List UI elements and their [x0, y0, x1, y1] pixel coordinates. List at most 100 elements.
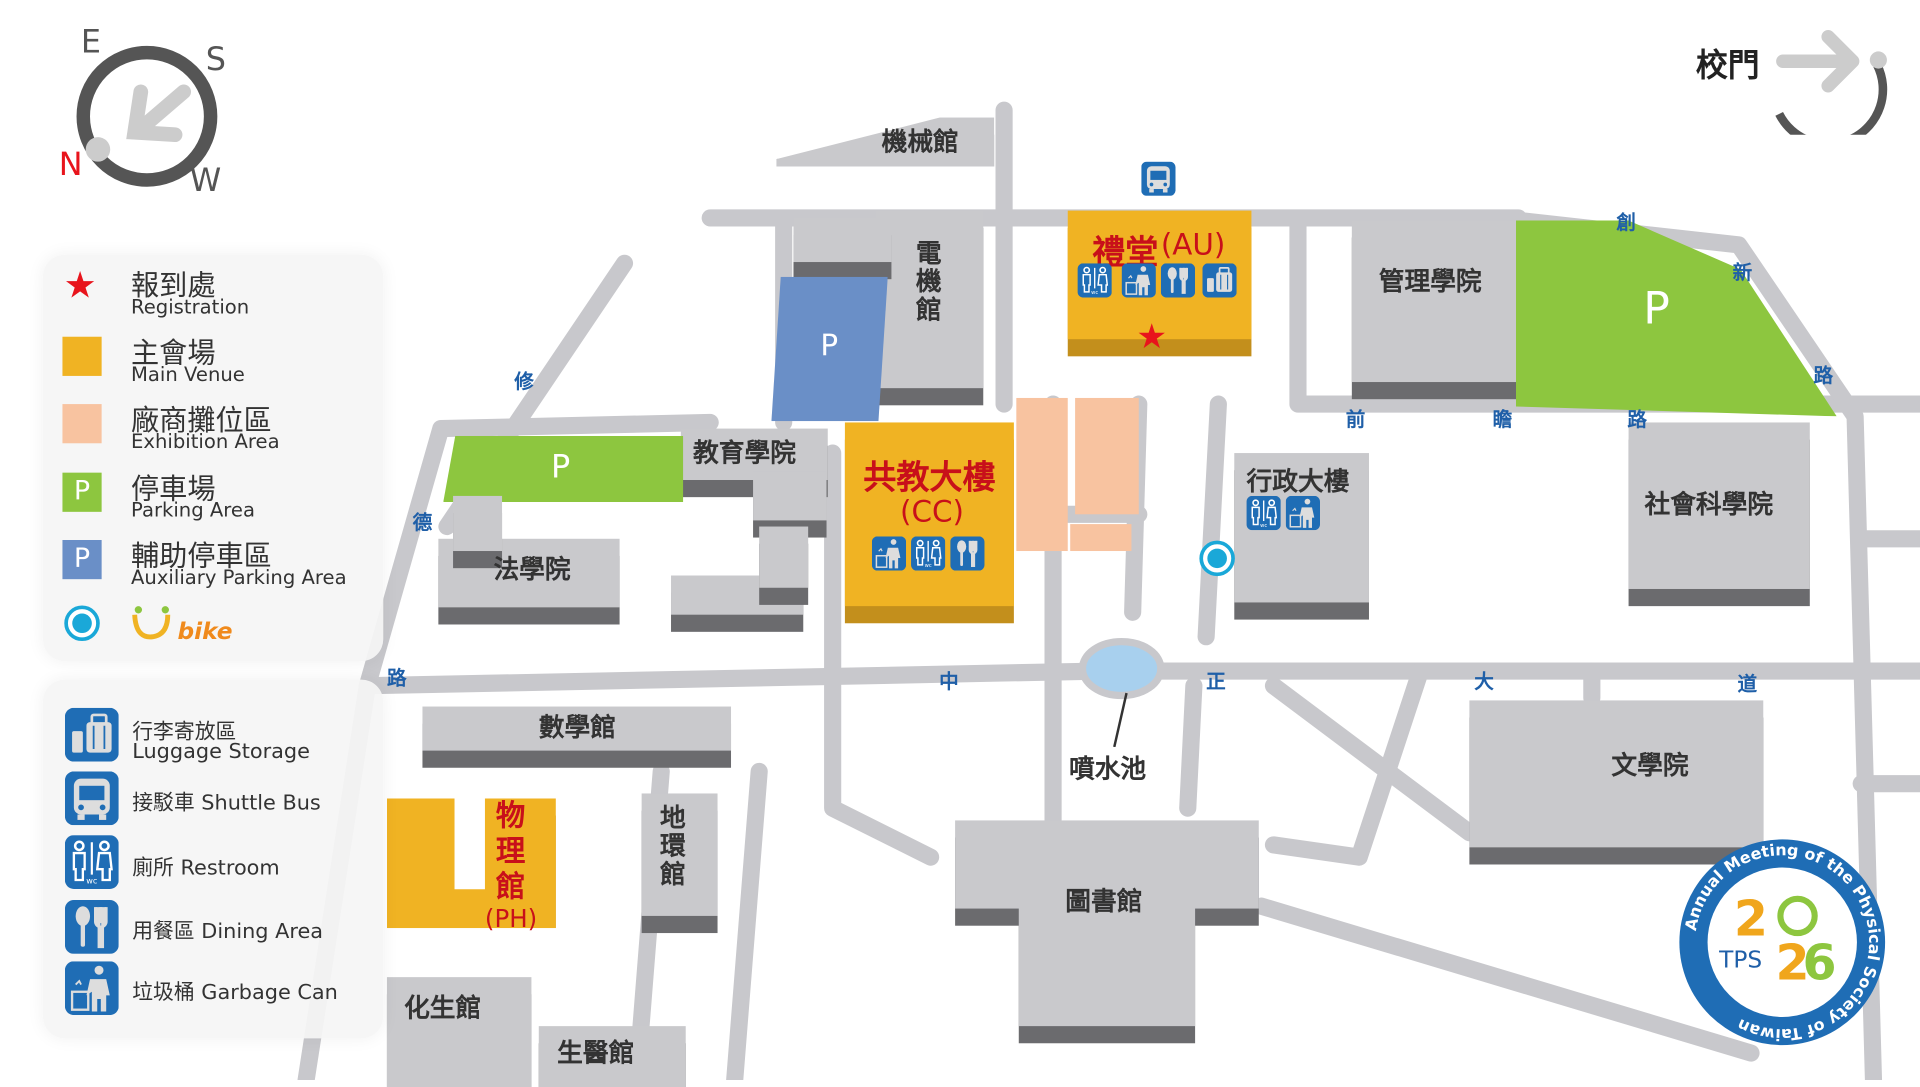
svg-text:bike: bike	[178, 618, 233, 645]
legend-ubike-station-icon	[64, 605, 100, 642]
fountain	[1078, 637, 1165, 747]
gate-label: 校門	[1695, 47, 1760, 85]
legend-restroom-label: 廁所 Restroom	[132, 855, 280, 881]
building-education[interactable]	[680, 428, 828, 481]
building-library-tower	[1018, 906, 1196, 1027]
legend-parking-en: Parking Area	[131, 498, 255, 522]
building-cc[interactable]	[844, 422, 1014, 607]
building-math-label: 數學館	[538, 712, 616, 743]
road-label-zheng: 正	[1206, 669, 1226, 694]
cc-restroom-icon	[911, 536, 945, 570]
compass-n: N	[58, 146, 83, 184]
building-ee-label: 電機館	[915, 238, 942, 325]
au-luggage-icon	[1202, 263, 1236, 297]
building-ee-wing	[793, 217, 892, 263]
road-label-xin: 新	[1732, 260, 1753, 285]
shuttle-bus-stop-icon[interactable]	[1141, 162, 1175, 196]
building-education-label: 教育學院	[693, 438, 796, 468]
building-chem-bio-label: 化生館	[404, 993, 482, 1023]
building-law-wing	[453, 495, 503, 552]
building-admin-label: 行政大樓	[1246, 466, 1350, 496]
legend-luggage-icon	[65, 708, 119, 762]
compass-icon	[76, 45, 218, 187]
building-cc-label: 共教大樓	[863, 459, 996, 498]
compass-w: W	[189, 162, 222, 200]
building-mechanical-label: 機械館	[881, 127, 959, 157]
registration-star-icon: ★	[1136, 315, 1168, 357]
legend-restroom-icon	[65, 835, 119, 889]
legend-luggage-en: Luggage Storage	[132, 739, 310, 765]
road-label-chuang: 創	[1616, 210, 1636, 234]
road-label-lu2: 路	[1627, 407, 1647, 432]
building-library[interactable]	[955, 820, 1259, 909]
building-unlabeled-wing	[759, 526, 809, 588]
building-math[interactable]	[422, 706, 732, 751]
legend-main-venue-zh: 主會場	[131, 337, 216, 370]
legend-exhibition-swatch	[62, 404, 102, 444]
legend-main-venue-swatch	[62, 336, 102, 376]
building-biomed[interactable]	[538, 1026, 686, 1087]
road-label-xiu: 修	[514, 369, 534, 394]
building-social-science-label: 社會科學院	[1644, 489, 1774, 520]
legend-registration-zh: 報到處	[131, 270, 216, 303]
ubike-station-icon[interactable]	[1198, 539, 1237, 578]
road-label-lu1: 路	[386, 666, 407, 690]
building-ee[interactable]	[875, 210, 984, 389]
road-label-zhan: 瞻	[1492, 407, 1513, 432]
svg-text:6: 6	[1802, 935, 1836, 992]
legend-aux-parking-en: Auxiliary Parking Area	[131, 565, 347, 589]
au-dining-icon	[1161, 263, 1195, 297]
ubike-logo: bike	[132, 606, 233, 645]
svg-text:2: 2	[1776, 935, 1810, 992]
building-management-label: 管理學院	[1378, 266, 1482, 297]
admin-garbage-icon	[1286, 496, 1320, 530]
building-geo-label: 地環館	[660, 803, 686, 889]
compass-e: E	[80, 24, 101, 62]
building-chem-bio[interactable]	[386, 977, 532, 1087]
legend-aux-parking-zh: 輔助停車區	[131, 541, 272, 574]
legend-dining-icon	[65, 900, 119, 954]
tps-2026-logo: Annual Meeting of the Physical Society o…	[1679, 839, 1886, 1046]
cc-garbage-icon	[872, 536, 906, 570]
legend-dining-label: 用餐區 Dining Area	[132, 919, 324, 945]
admin-restroom-icon	[1247, 496, 1281, 530]
legend-main-venue-en: Main Venue	[131, 362, 245, 386]
building-geo[interactable]	[641, 793, 718, 916]
building-cc-code: (CC)	[900, 494, 964, 529]
legend-parking-swatch: P	[62, 472, 102, 512]
building-physics-label: 物理館	[495, 798, 526, 904]
building-au-code: (AU)	[1160, 227, 1226, 263]
legend-bus-icon	[65, 771, 119, 825]
au-restroom-icon	[1078, 263, 1112, 297]
au-garbage-icon	[1122, 263, 1156, 297]
compass-s: S	[205, 41, 226, 79]
svg-text:2: 2	[1734, 891, 1768, 948]
building-literature[interactable]	[1469, 700, 1764, 848]
road-label-da: 大	[1474, 669, 1494, 694]
building-management[interactable]	[1351, 220, 1524, 383]
road-label-dao: 道	[1737, 672, 1758, 696]
legend-bus-label: 接駁車 Shuttle Bus	[132, 791, 321, 816]
svg-text:TPS: TPS	[1718, 946, 1762, 973]
legend-parking-zh: 停車場	[131, 473, 216, 506]
aux-parking-lot	[771, 276, 888, 422]
legend-exhibition-en: Exhibition Area	[131, 429, 280, 454]
legend-luggage-zh: 行李寄放區	[132, 720, 237, 745]
exhibition-area-2	[1075, 397, 1139, 515]
building-law-label: 法學院	[493, 554, 571, 585]
building-social-science[interactable]	[1628, 422, 1810, 589]
legend-garbage-icon	[65, 961, 119, 1015]
legend-aux-parking-swatch: P	[62, 540, 102, 580]
road-label-de: 德	[412, 510, 433, 534]
exhibition-area-1	[1016, 397, 1068, 552]
building-physics-code: (PH)	[484, 903, 538, 934]
fountain-label: 噴水池	[1068, 754, 1147, 784]
building-library-label: 圖書館	[1065, 886, 1143, 916]
aux-parking-mark: P	[820, 328, 839, 363]
parking-left-mark: P	[551, 449, 571, 487]
legend-panel	[42, 254, 384, 662]
exhibition-area-3	[1070, 524, 1132, 552]
building-literature-label: 文學院	[1611, 750, 1689, 781]
